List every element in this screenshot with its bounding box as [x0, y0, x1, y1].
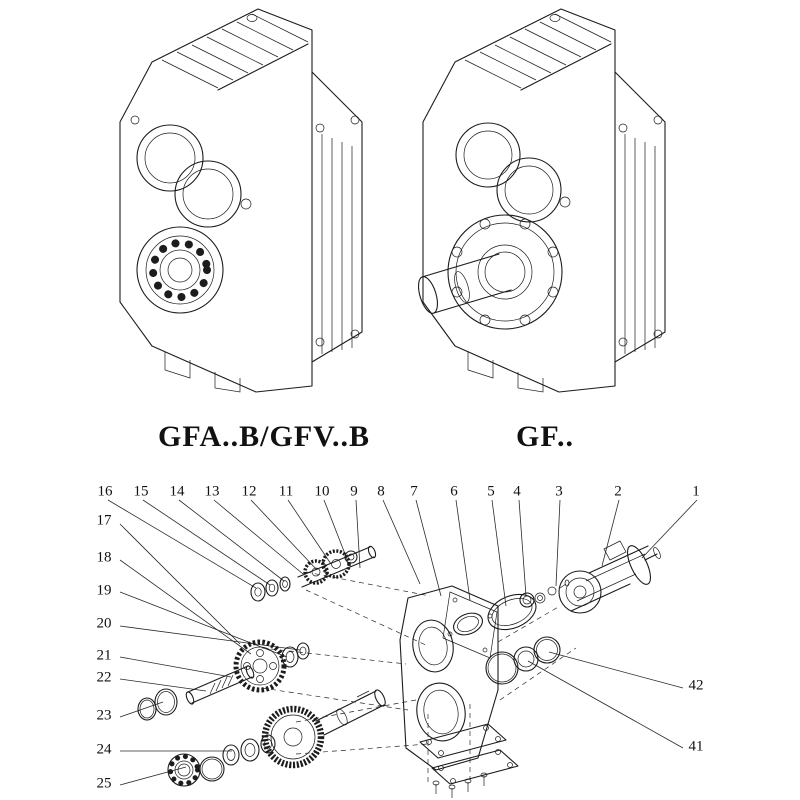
gearbox-drawing-gf [417, 8, 666, 393]
part-label-1: 1 [692, 483, 700, 500]
output-flange [447, 214, 563, 330]
mounting-feet [164, 352, 241, 393]
gear-housing [399, 585, 499, 771]
input-bores [130, 115, 252, 228]
housing-gasket-ring [487, 593, 537, 631]
part-label-17: 17 [96, 512, 112, 529]
motor-input-unit [558, 540, 661, 614]
input-bores [455, 122, 571, 223]
leader-lines [107, 499, 698, 786]
part-label-18: 18 [96, 549, 112, 566]
part-label-10: 10 [314, 483, 330, 500]
part-label-6: 6 [450, 483, 458, 500]
gearbox-drawing-gfab [119, 8, 363, 393]
part-label-12: 12 [241, 483, 257, 500]
exploded-parts-diagram [107, 499, 698, 798]
part-label-5: 5 [487, 483, 495, 500]
model-caption-gfab: GFA..B/GFV..B [158, 420, 370, 453]
part-label-20: 20 [96, 615, 112, 632]
output-side-rings [485, 636, 561, 685]
part-label-4: 4 [513, 483, 521, 500]
part-label-2: 2 [614, 483, 622, 500]
cooling-fins [464, 13, 612, 89]
output-shaft [417, 253, 512, 314]
side-ribs [315, 115, 360, 354]
part-label-42: 42 [688, 677, 704, 694]
eyebolt-hole [246, 14, 258, 22]
part-label-25: 25 [96, 775, 112, 792]
cooling-fins [161, 13, 309, 89]
mounting-feet [467, 352, 544, 393]
gearbox-drawings [119, 8, 666, 393]
cover-bolts [432, 772, 488, 798]
intermediate-gear-assembly [137, 639, 310, 721]
assembly-axis-dashed-lines [261, 571, 577, 786]
part-label-16: 16 [97, 483, 113, 500]
part-label-13: 13 [204, 483, 220, 500]
base-gasket-and-cover [419, 723, 519, 798]
input-shaft-assembly [250, 545, 377, 602]
part-label-41: 41 [688, 738, 704, 755]
part-label-22: 22 [96, 669, 112, 686]
part-label-9: 9 [350, 483, 358, 500]
model-caption-gf: GF.. [516, 420, 574, 453]
output-gear-assembly [167, 689, 386, 787]
output-bearing [136, 226, 224, 314]
part-label-23: 23 [96, 707, 112, 724]
part-label-7: 7 [410, 483, 418, 500]
part-label-19: 19 [96, 582, 112, 599]
side-ribs [618, 115, 663, 354]
part-label-15: 15 [133, 483, 149, 500]
part-label-24: 24 [96, 741, 112, 758]
part-label-21: 21 [96, 647, 112, 664]
part-label-14: 14 [169, 483, 185, 500]
part-label-3: 3 [555, 483, 563, 500]
eyebolt-hole [549, 14, 561, 22]
part-label-11: 11 [278, 483, 294, 500]
part-label-8: 8 [377, 483, 385, 500]
